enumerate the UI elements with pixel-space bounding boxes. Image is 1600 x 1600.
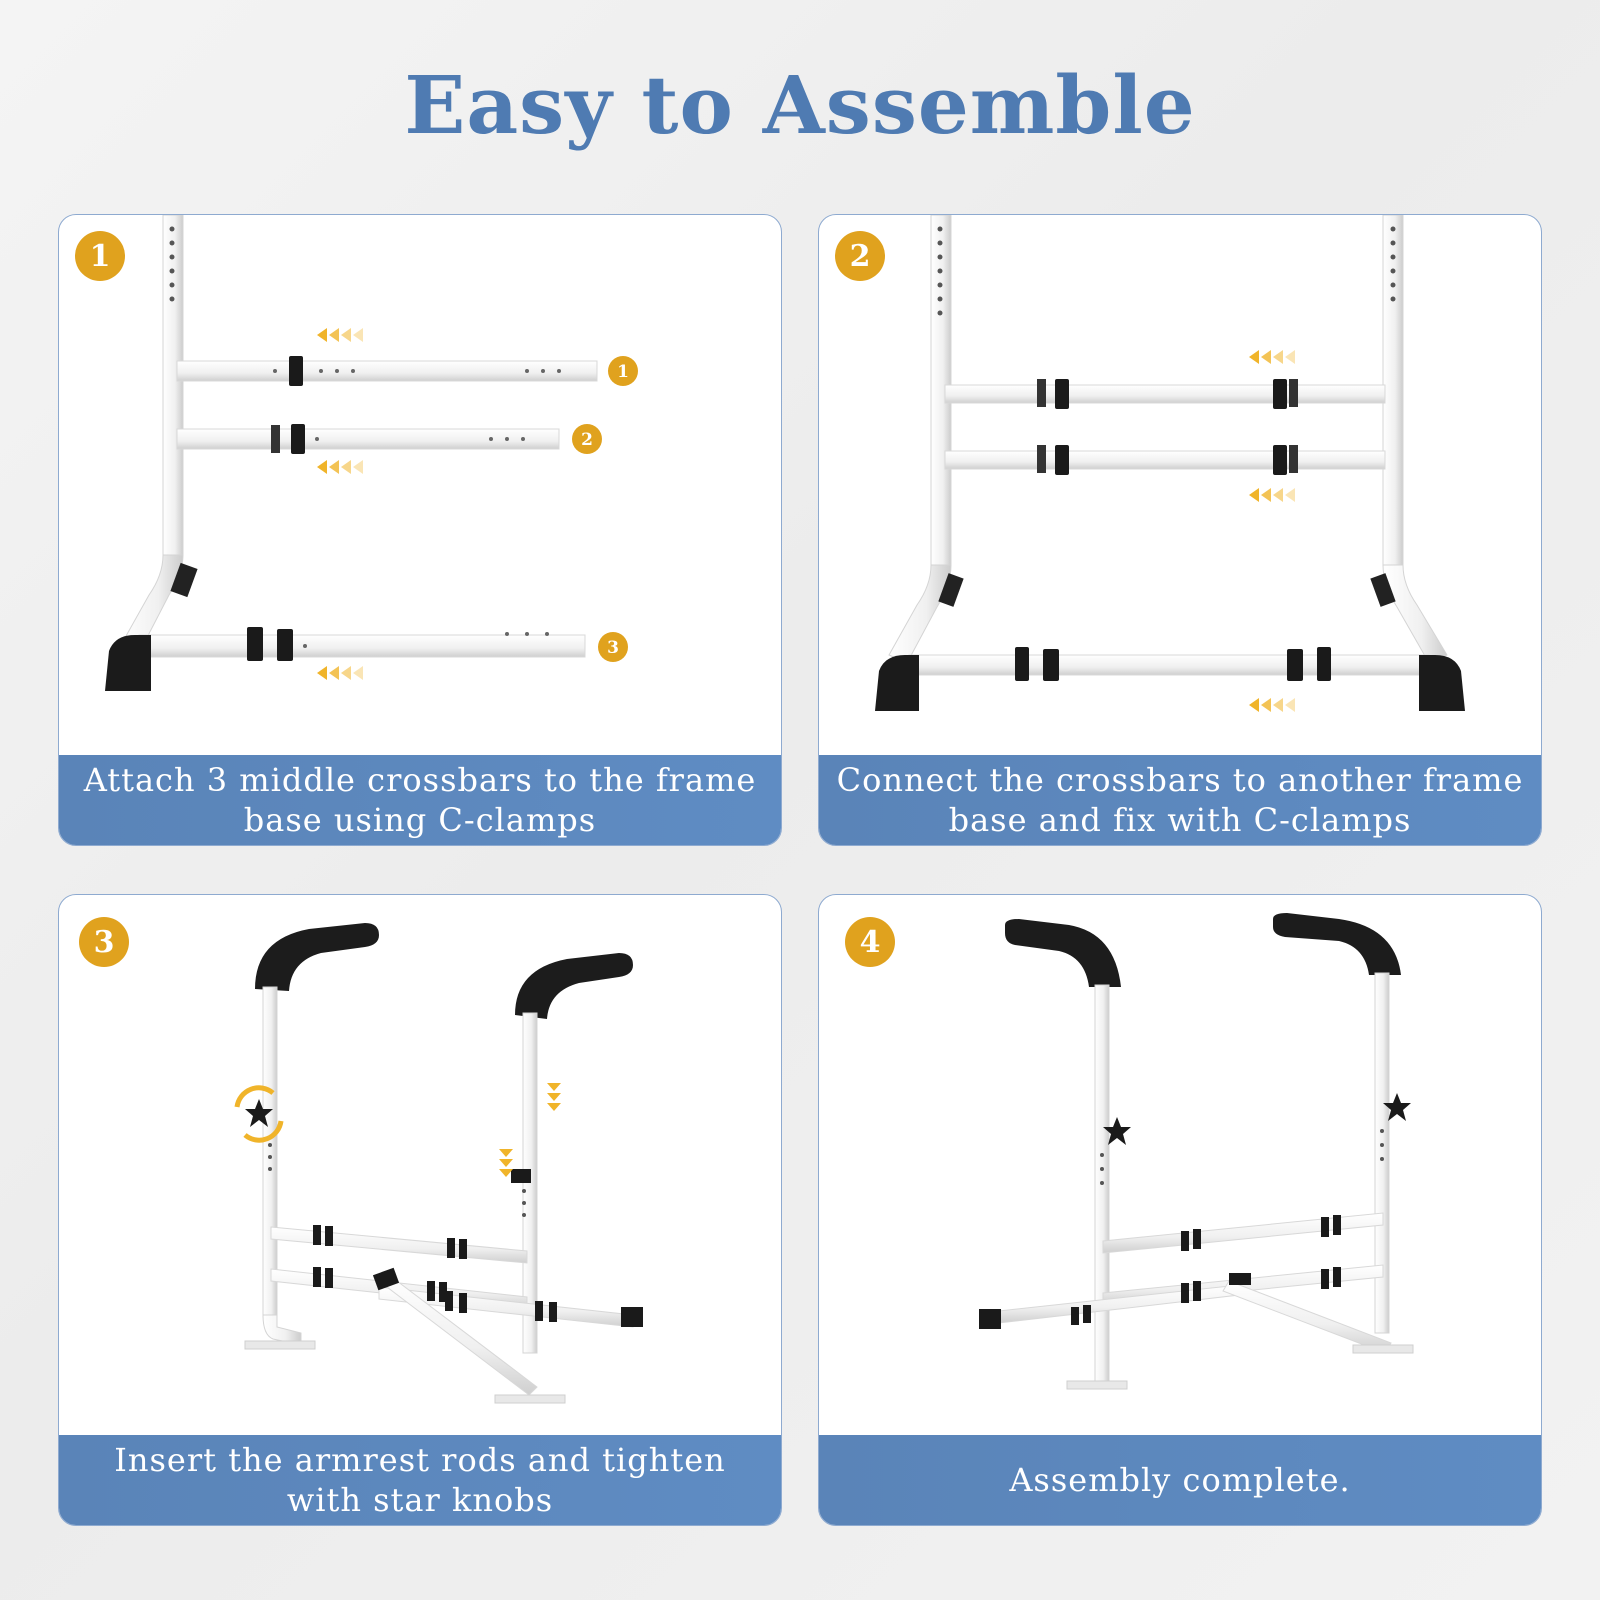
rotate-arrow-icon <box>234 1085 284 1143</box>
c-clamp <box>247 627 263 661</box>
step-4-panel: 4 Assembly complete. <box>818 894 1542 1526</box>
step-badge: 2 <box>835 231 885 281</box>
armrest-pad-left <box>1005 919 1121 987</box>
step-badge: 3 <box>79 917 129 967</box>
frame-post-right <box>1382 215 1404 566</box>
c-clamp <box>271 425 280 453</box>
step-1-illustration: 1 2 3 <box>105 215 638 691</box>
star-knob-icon <box>1103 1117 1131 1145</box>
direction-arrow-icon <box>1249 488 1295 502</box>
end-cap <box>875 655 919 711</box>
c-clamp <box>289 356 303 386</box>
step-1-panel: 1 2 3 1 Attach 3 middle crossbars to the… <box>58 214 782 846</box>
end-cap <box>105 635 151 691</box>
end-cap <box>1419 655 1465 711</box>
direction-arrow-icon <box>317 666 363 680</box>
crossbar-2 <box>176 428 560 450</box>
c-clamp <box>277 629 293 661</box>
armrest-pad-left <box>255 923 379 991</box>
step-2-panel: 2 Connect the crossbars to another frame… <box>818 214 1542 846</box>
direction-arrow-icon <box>1249 350 1295 364</box>
step-caption: Connect the crossbars to another frame b… <box>819 755 1541 845</box>
step-3-panel: 3 Insert the armrest rods and tighten wi… <box>58 894 782 1526</box>
callout-badge-2: 2 <box>572 424 602 454</box>
down-arrow-icon <box>499 1083 561 1177</box>
crossbar-3 <box>138 634 586 658</box>
armrest-pad-right <box>1273 913 1401 975</box>
floor-pad <box>170 562 198 598</box>
crossbar-1 <box>944 384 1386 404</box>
page-title: Easy to Assemble <box>404 58 1196 152</box>
step-caption: Insert the armrest rods and tighten with… <box>59 1435 781 1525</box>
step-caption: Attach 3 middle crossbars to the frame b… <box>59 755 781 845</box>
c-clamp <box>291 424 305 454</box>
direction-arrow-icon <box>317 328 363 342</box>
callout-badge-1: 1 <box>608 356 638 386</box>
step-badge: 1 <box>75 231 125 281</box>
callout-label: 3 <box>607 638 619 658</box>
callout-label: 1 <box>617 362 629 382</box>
step-badge: 4 <box>845 917 895 967</box>
crossbar-1 <box>176 360 598 382</box>
direction-arrow-icon <box>317 460 363 474</box>
step-caption: Assembly complete. <box>819 1435 1541 1525</box>
callout-label: 2 <box>581 430 593 450</box>
step-4-illustration <box>979 913 1414 1390</box>
star-knob-icon <box>245 1099 273 1127</box>
star-knob-icon <box>1383 1093 1411 1121</box>
callout-badge-3: 3 <box>598 632 628 662</box>
step-2-illustration <box>875 215 1465 712</box>
step-3-illustration <box>234 923 643 1404</box>
armrest-pad-right <box>515 953 633 1019</box>
crossbar-3 <box>908 654 1430 676</box>
direction-arrow-icon <box>1249 698 1295 712</box>
frame-post <box>162 215 184 556</box>
crossbar-2 <box>944 450 1386 470</box>
